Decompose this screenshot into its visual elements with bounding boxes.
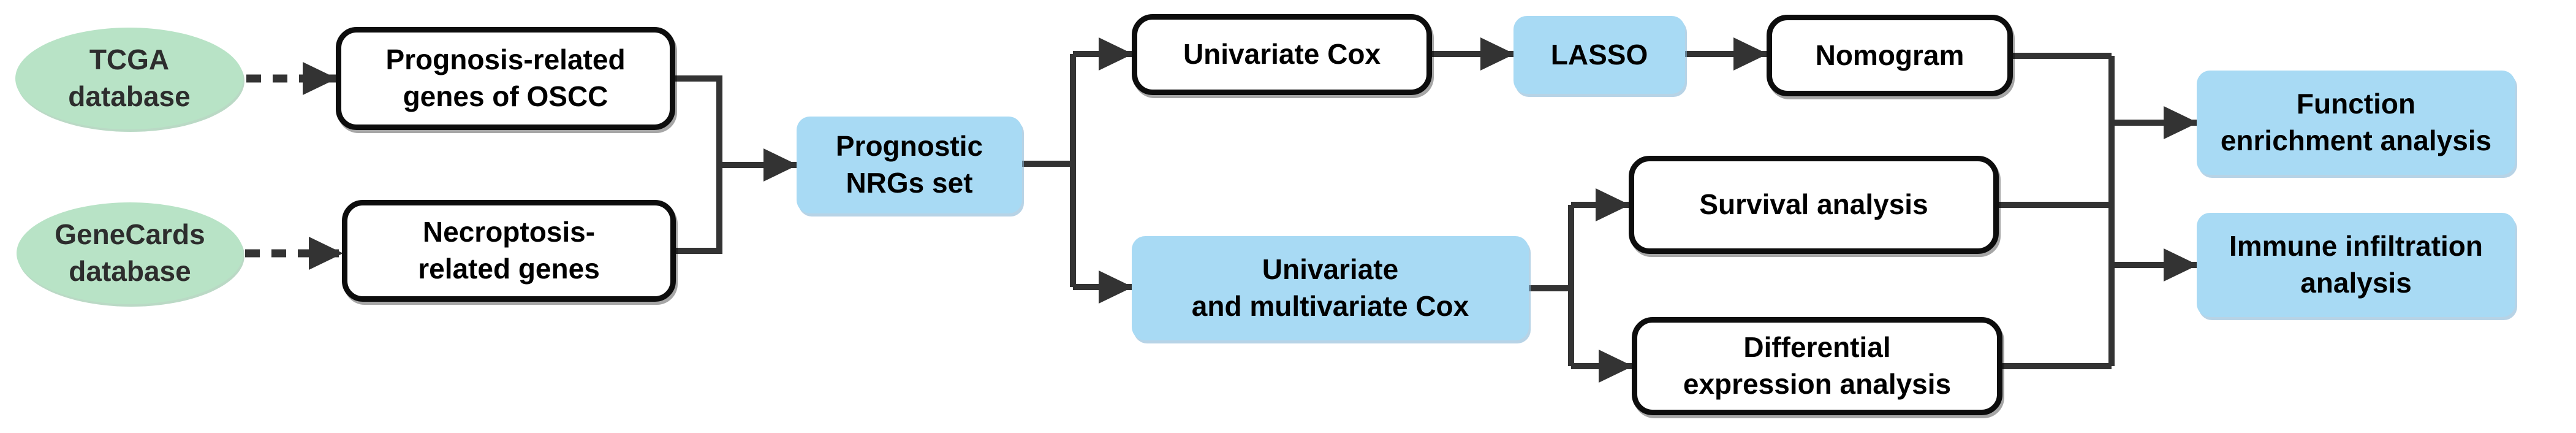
genecards-database-label: GeneCards database <box>55 218 205 287</box>
prognosis-related-genes-of-oscc-label: Prognosis-related genes of OSCC <box>385 44 626 112</box>
nomogram-label: Nomogram <box>1815 39 1964 71</box>
differential-expression-analysis: Differential expression analysis <box>1632 317 2002 415</box>
immune-infiltration-analysis: Immune infiltration analysis <box>2197 213 2515 317</box>
nomogram: Nomogram <box>1767 15 2013 96</box>
necroptosis-related-genes-label: Necroptosis- related genes <box>418 216 600 285</box>
univariate-and-multivariate-cox-label: Univariate and multivariate Cox <box>1191 253 1469 322</box>
function-enrichment-analysis: Function enrichment analysis <box>2197 71 2515 175</box>
survival-analysis-label: Survival analysis <box>1699 188 1928 221</box>
tcga-database: TCGA database <box>15 28 243 129</box>
function-enrichment-analysis-label: Function enrichment analysis <box>2220 88 2492 156</box>
lasso: LASSO <box>1513 16 1685 94</box>
merge-bracket <box>675 75 722 254</box>
univariate-cox: Univariate Cox <box>1132 14 1432 95</box>
prognostic-nrgs-set-label: Prognostic NRGs set <box>835 130 983 199</box>
differential-expression-analysis-label: Differential expression analysis <box>1683 331 1952 400</box>
tcga-database-label: TCGA database <box>68 44 191 112</box>
univariate-cox-label: Univariate Cox <box>1183 38 1381 71</box>
immune-infiltration-analysis-label: Immune infiltration analysis <box>2229 230 2483 299</box>
necroptosis-related-genes: Necroptosis- related genes <box>342 200 676 302</box>
survival-analysis: Survival analysis <box>1629 156 1999 254</box>
prognostic-nrgs-set: Prognostic NRGs set <box>797 117 1022 213</box>
prognosis-related-genes-of-oscc: Prognosis-related genes of OSCC <box>336 27 675 130</box>
lasso-label: LASSO <box>1550 38 1648 71</box>
genecards-database: GeneCards database <box>17 202 243 304</box>
univariate-and-multivariate-cox: Univariate and multivariate Cox <box>1132 236 1529 340</box>
